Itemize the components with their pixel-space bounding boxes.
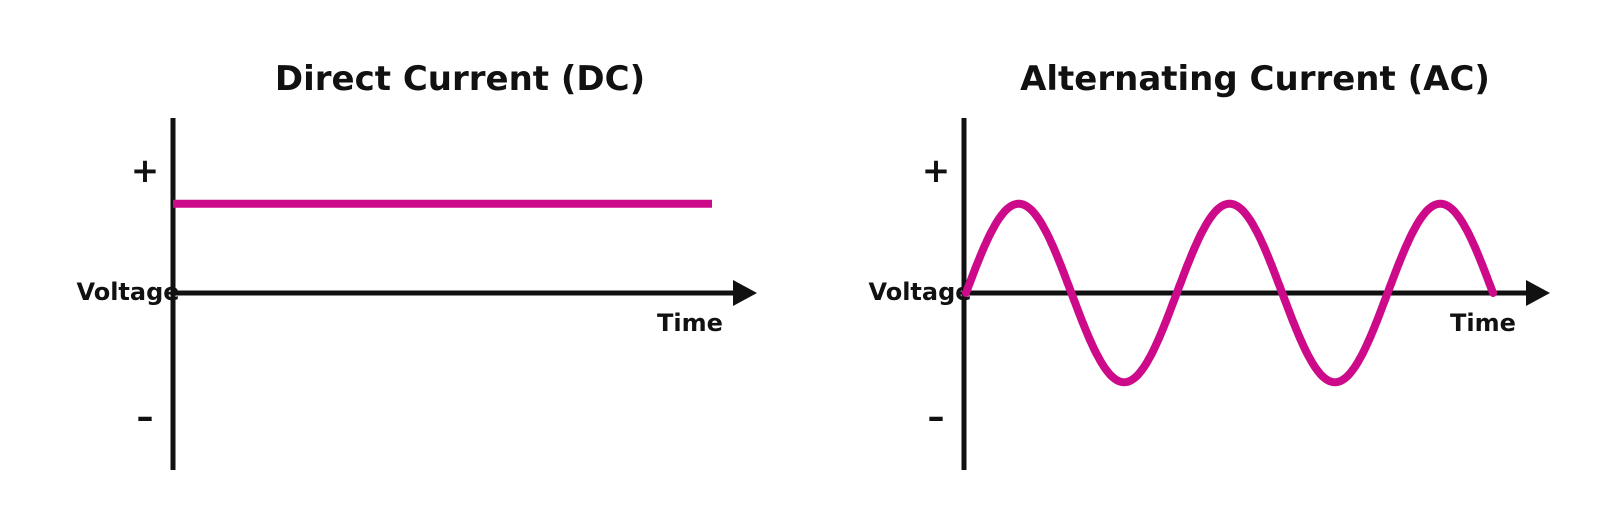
ac-panel: Alternating Current (AC) + – Voltage Tim… [868, 59, 1550, 470]
dc-voltage-label: Voltage [76, 278, 179, 306]
ac-title: Alternating Current (AC) [1020, 59, 1490, 99]
dc-title: Direct Current (DC) [275, 59, 645, 99]
dc-time-label: Time [657, 309, 723, 337]
ac-positive-symbol: + [922, 151, 951, 191]
ac-negative-symbol: – [928, 397, 945, 437]
dc-panel: Direct Current (DC) + – Voltage Time [76, 59, 757, 470]
ac-time-arrowhead [1526, 280, 1550, 306]
ac-sine-wave [962, 199, 1497, 387]
ac-voltage-label: Voltage [868, 278, 971, 306]
dc-time-arrowhead [733, 280, 757, 306]
dc-positive-symbol: + [131, 151, 160, 191]
dc-negative-symbol: – [137, 397, 154, 437]
ac-time-label: Time [1450, 309, 1516, 337]
